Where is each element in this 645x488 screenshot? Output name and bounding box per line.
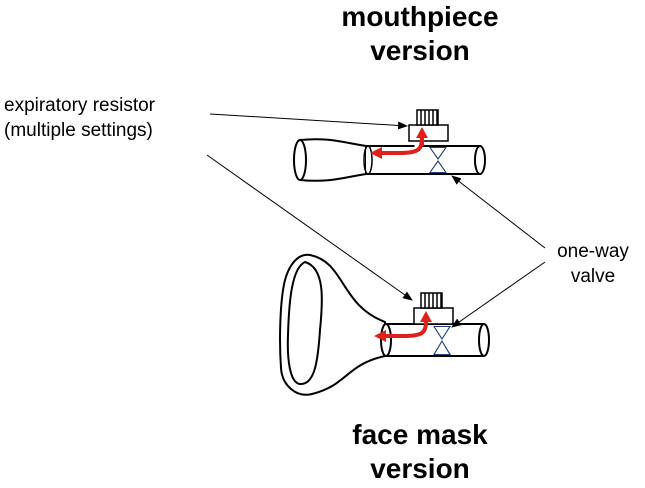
mouthpiece-title-line1: mouthpiece xyxy=(341,1,499,32)
mouthpiece-tube xyxy=(299,138,367,182)
face-mask-resistor-housing xyxy=(413,307,454,325)
mouthpiece-main-tube xyxy=(366,145,481,175)
face-mask-flow-arrow xyxy=(386,321,428,338)
mouthpiece-flow-arrow xyxy=(412,142,422,158)
valve-label-line1: one-way xyxy=(557,241,629,262)
expiratory-resistor-label: expiratory resistor (multiple settings) xyxy=(4,93,224,143)
resistor-callout-top xyxy=(209,113,408,130)
face-mask-main-tube xyxy=(385,323,485,357)
face-mask-tube-outlet xyxy=(478,323,490,357)
valve-label-line2: valve xyxy=(570,266,616,287)
mouthpiece-title-line2: version xyxy=(370,35,470,66)
face-mask-rim xyxy=(286,260,323,386)
valve-callout-bottom xyxy=(451,261,546,328)
resistor-label-line2: (multiple settings) xyxy=(4,120,153,141)
face-mask-one-way-valve xyxy=(433,326,451,355)
mouthpiece-tube-outlet xyxy=(474,145,486,175)
mouthpiece-device xyxy=(293,109,486,182)
one-way-valve-label: one-way valve xyxy=(548,239,638,289)
mouthpiece-resistor-housing xyxy=(408,124,449,142)
resistor-callout-bottom xyxy=(206,154,413,301)
mouthpiece-inner-ring xyxy=(363,145,373,175)
face-mask-version-title: face mask version xyxy=(300,418,540,486)
mouthpiece-version-title: mouthpiece version xyxy=(300,0,540,68)
valve-callout-top xyxy=(451,175,546,249)
face-mask-title-line1: face mask xyxy=(352,419,488,450)
face-mask-resistor-knob xyxy=(420,292,443,309)
face-mask-title-line2: version xyxy=(370,453,470,484)
mouthpiece-one-way-valve xyxy=(429,147,447,173)
face-mask-device xyxy=(279,253,490,396)
resistor-label-line1: expiratory resistor xyxy=(4,95,155,116)
mouthpiece-resistor-knob xyxy=(416,109,439,126)
mouthpiece-opening xyxy=(293,139,307,181)
